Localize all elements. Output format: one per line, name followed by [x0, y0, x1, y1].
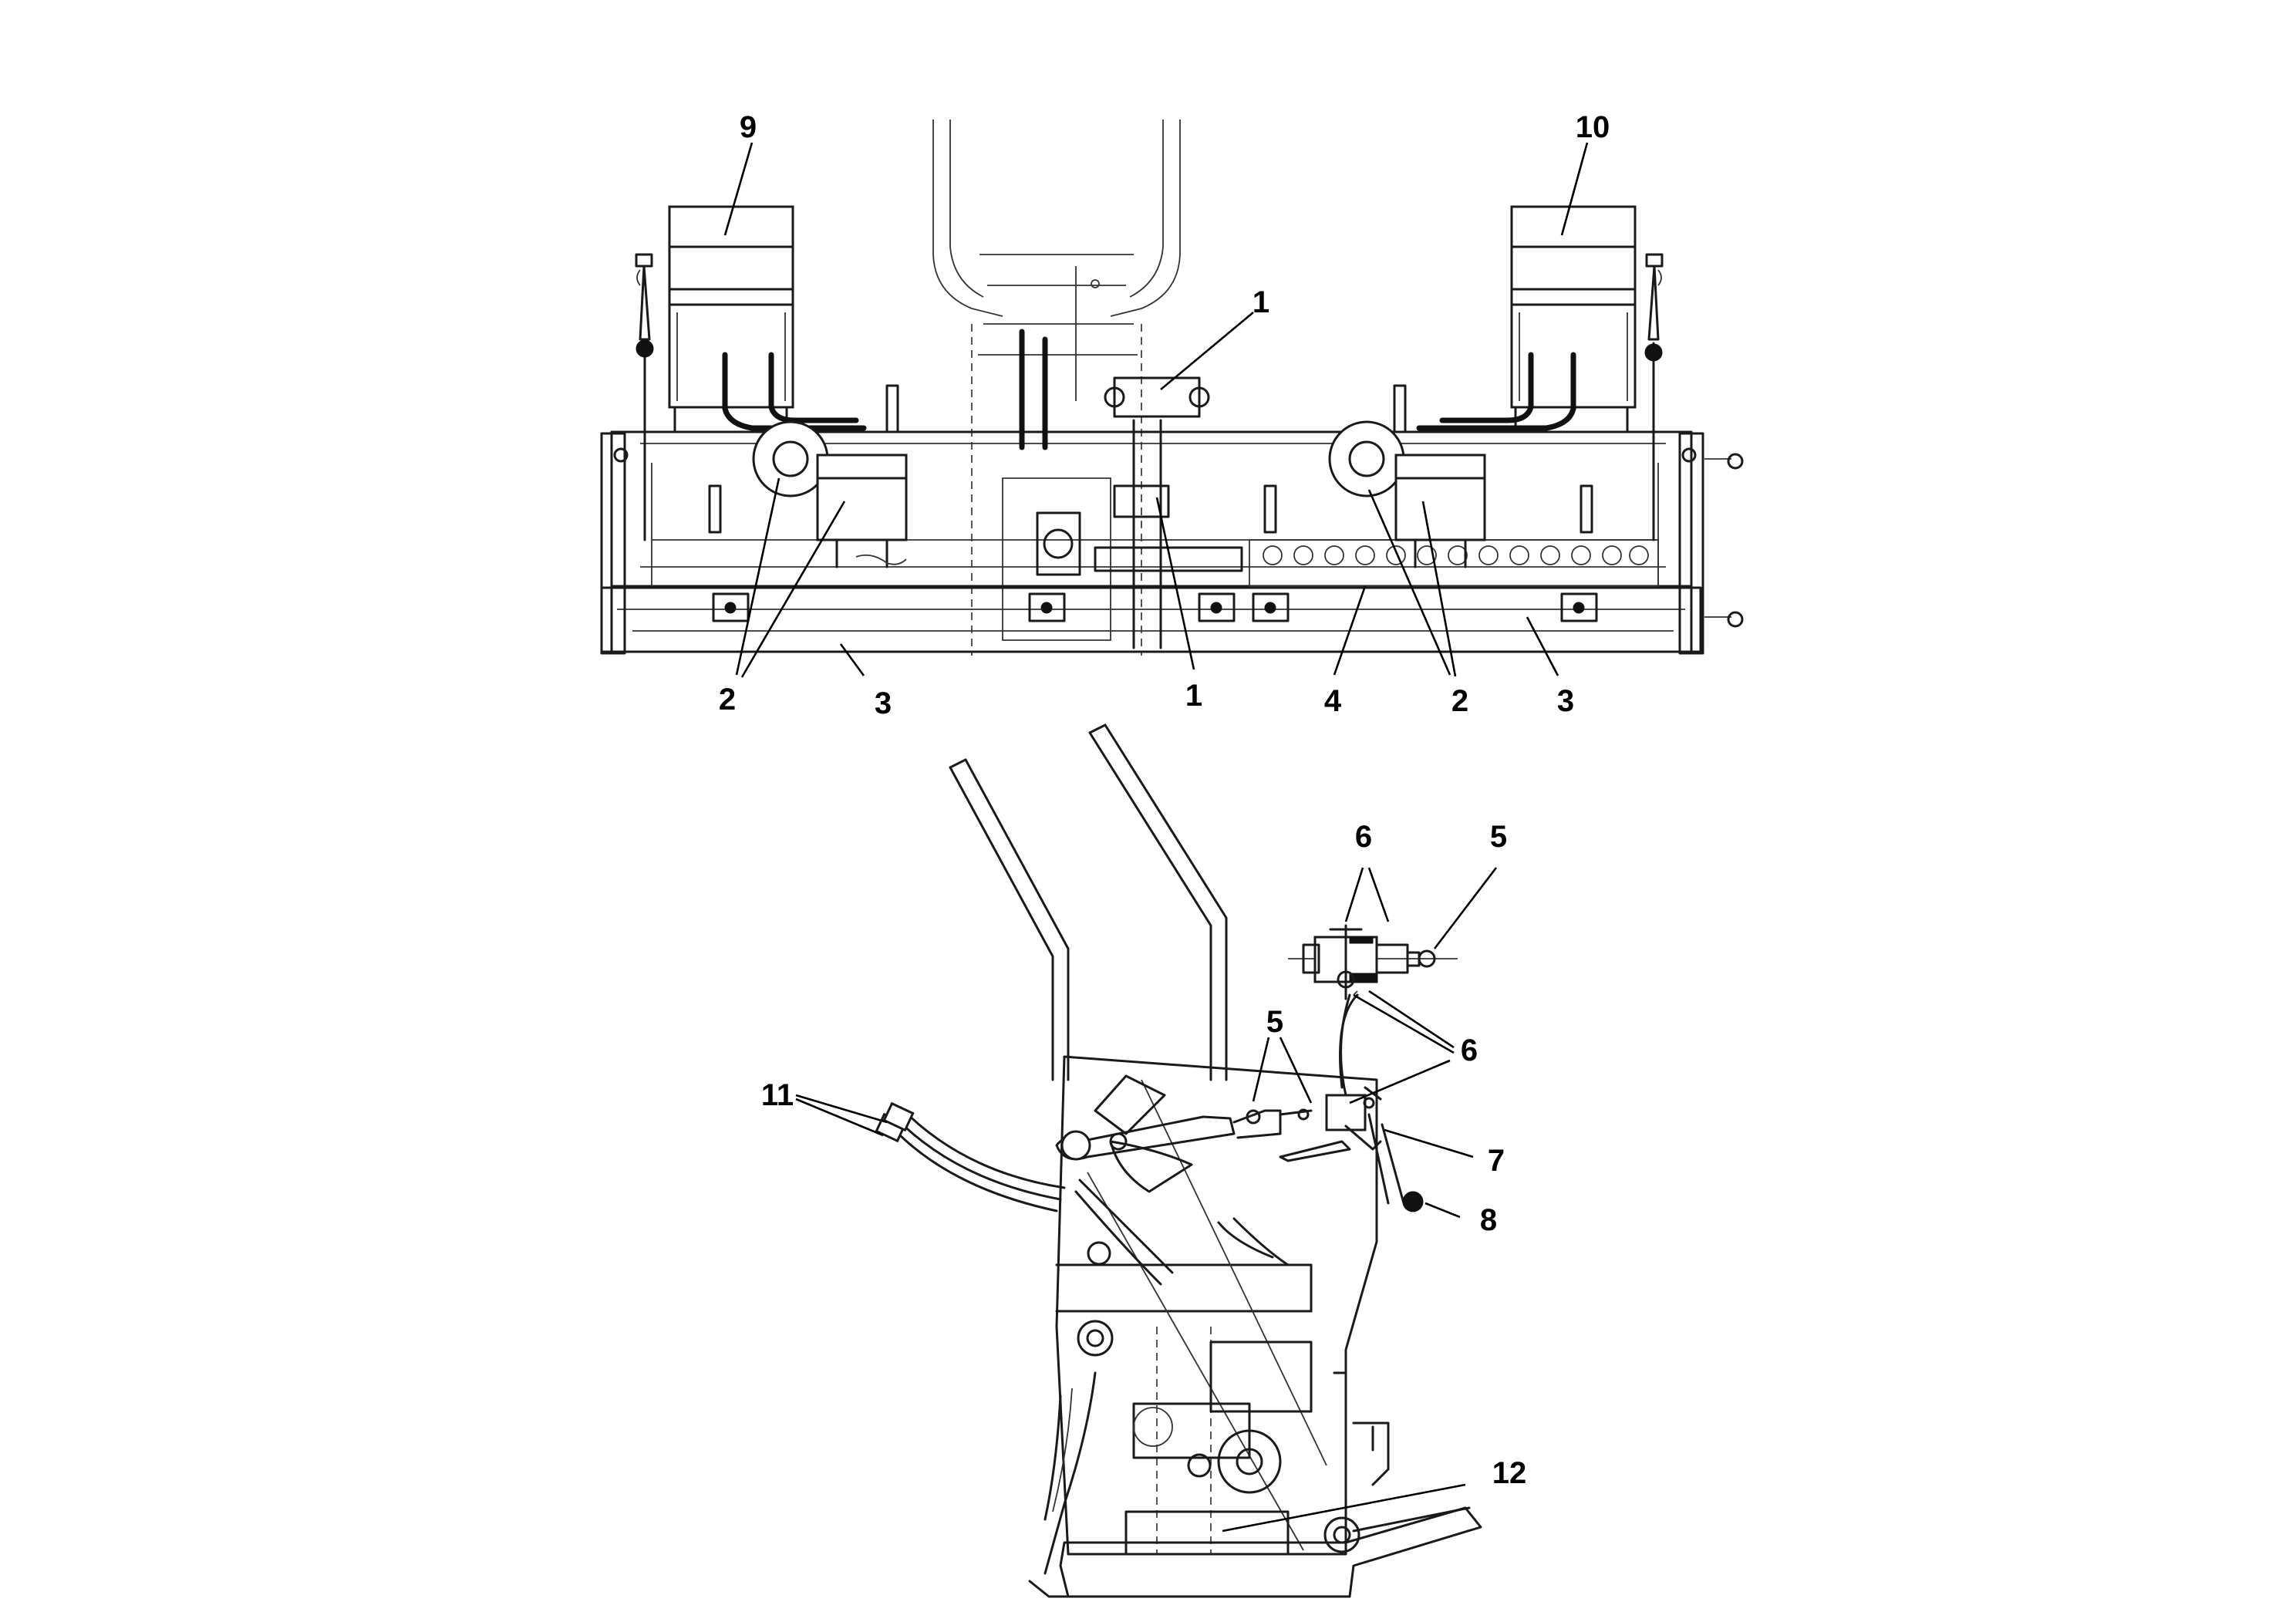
- callout-6-lower: 6: [1461, 1034, 1478, 1067]
- callout-1-top: 1: [1253, 285, 1269, 319]
- side-view-assembly: [875, 723, 1482, 1598]
- callout-8: 8: [1480, 1203, 1497, 1237]
- callout-1-bottom: 1: [1185, 679, 1202, 713]
- mounting-posts: [708, 384, 1593, 534]
- callout-9: 9: [740, 110, 757, 144]
- base-runner: [1028, 1506, 1482, 1598]
- callout-2-left: 2: [719, 683, 736, 717]
- rear-hoses: [875, 1101, 1290, 1286]
- callout-5-top: 5: [1490, 820, 1507, 854]
- callout-3-right: 3: [1557, 684, 1574, 718]
- callout-7: 7: [1488, 1144, 1505, 1178]
- leader-lines: [723, 142, 1589, 1533]
- rail-brackets: [712, 592, 1598, 622]
- center-valve: [1019, 329, 1243, 649]
- callout-11: 11: [761, 1078, 794, 1112]
- right-burner: [1328, 420, 1486, 568]
- side-frame: [1055, 1055, 1390, 1556]
- callout-2-right: 2: [1451, 684, 1468, 718]
- left-tank: [668, 205, 867, 433]
- callout-6-top: 6: [1355, 820, 1372, 854]
- callout-12: 12: [1492, 1456, 1527, 1490]
- left-burner: [752, 420, 908, 568]
- callout-4: 4: [1324, 684, 1342, 718]
- hose-route: [1043, 1371, 1097, 1575]
- handle-tubes: [949, 723, 1228, 1081]
- valve-detail: [1288, 924, 1458, 1089]
- right-side-lever: [1644, 253, 1664, 541]
- screed-beam: [600, 430, 1744, 655]
- top-view-assembly: [600, 120, 1744, 656]
- left-side-lever: [635, 253, 654, 541]
- callout-3-left: 3: [875, 686, 892, 720]
- callout-labels: 9 10 1 2 3 1 4 2 3 6 5 5 6 11 7 8 12: [719, 110, 1610, 1490]
- lever-linkage: [1055, 990, 1424, 1212]
- callout-5-lower: 5: [1266, 1005, 1283, 1039]
- heater-element-row: [1249, 539, 1659, 587]
- right-tank: [1416, 205, 1637, 433]
- callout-10: 10: [1576, 110, 1610, 144]
